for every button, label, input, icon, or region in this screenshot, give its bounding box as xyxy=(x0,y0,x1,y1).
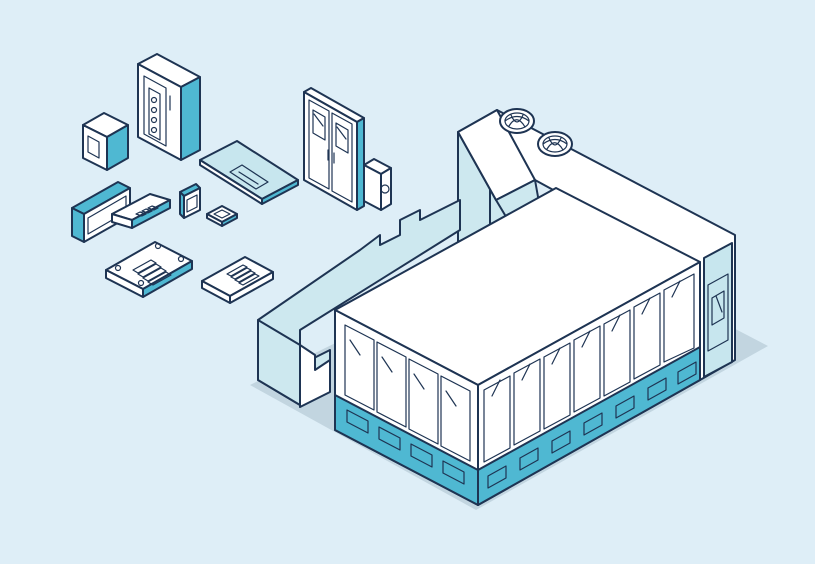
vent-plate-icon xyxy=(111,193,171,229)
side-vent-row xyxy=(487,361,697,489)
ffu-panel-icon xyxy=(199,140,299,205)
roof-fan-icon xyxy=(499,108,535,134)
side-glazed-face xyxy=(477,261,701,506)
roof-fan-icon xyxy=(537,131,573,157)
small-grille-icon xyxy=(206,205,238,227)
cabinet-icon xyxy=(137,53,201,161)
window-frame-icon xyxy=(71,181,131,243)
square-vent-icon xyxy=(179,183,201,219)
louver-panel-icon xyxy=(105,241,193,298)
left-wall xyxy=(257,199,461,408)
air-shower-unit-icon xyxy=(363,158,392,211)
front-vent-row xyxy=(346,409,465,485)
entry-door-icon xyxy=(703,242,733,378)
grille-panel-icon xyxy=(201,256,274,304)
front-glazed-face xyxy=(334,309,479,506)
double-door-icon xyxy=(303,87,365,211)
pass-box-icon xyxy=(82,112,129,171)
